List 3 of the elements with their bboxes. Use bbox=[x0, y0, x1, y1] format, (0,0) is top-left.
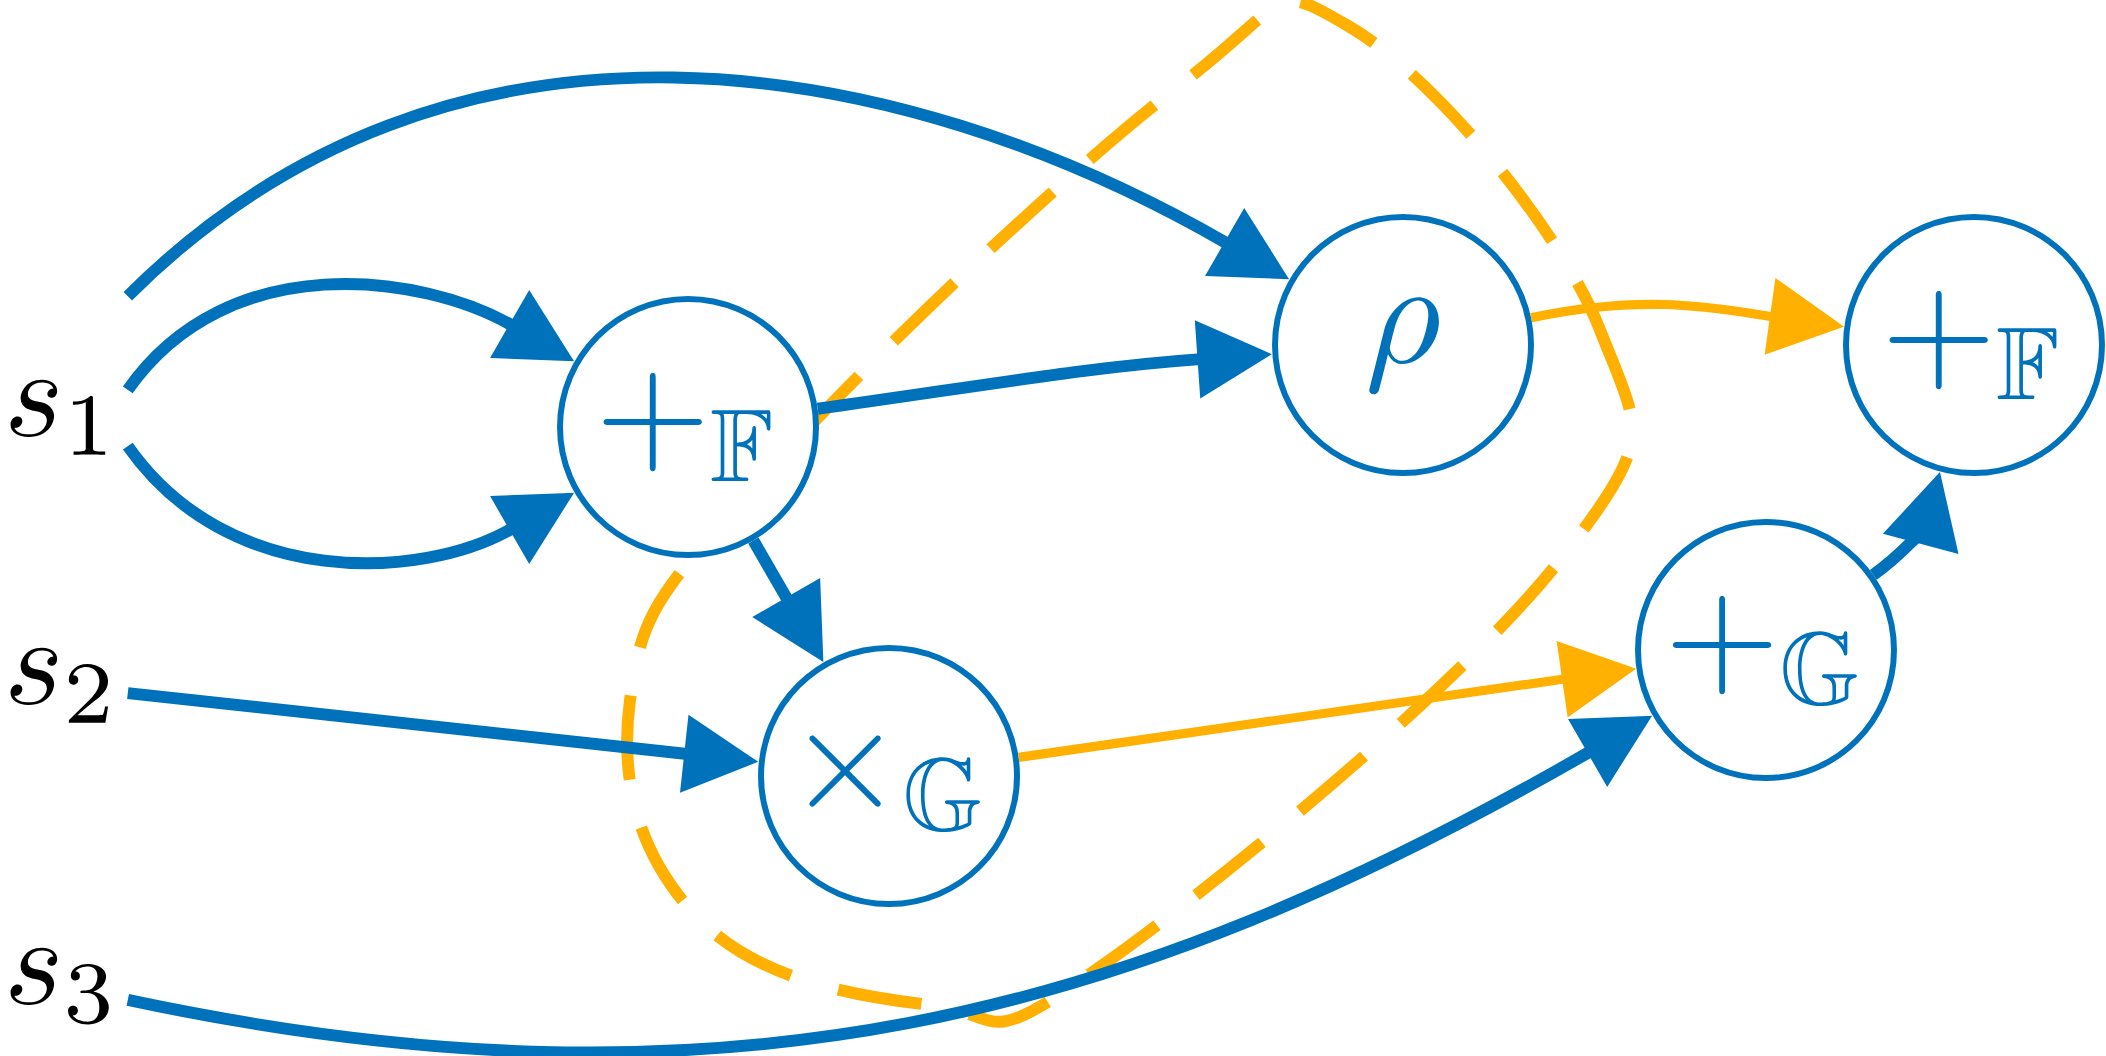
input-label: $s_2$ bbox=[10, 647, 109, 723]
input-label: $s_3$ bbox=[10, 947, 109, 1025]
input-label: $s_1$ bbox=[10, 379, 106, 455]
